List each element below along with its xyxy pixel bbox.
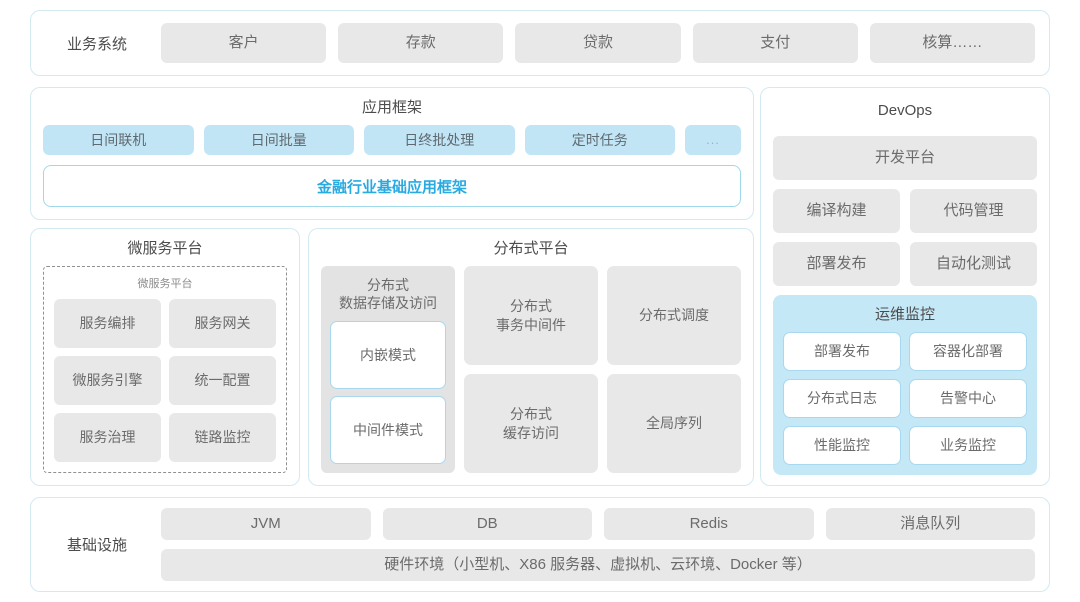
platform-column: 应用框架 日间联机 日间批量 日终批处理 定时任务 ... 金融行业基础应用框架… bbox=[30, 87, 754, 486]
business-system-chip-customer[interactable]: 客户 bbox=[161, 23, 327, 63]
middle-area: 应用框架 日间联机 日间批量 日终批处理 定时任务 ... 金融行业基础应用框架… bbox=[30, 87, 1050, 486]
business-system-chip-deposit[interactable]: 存款 bbox=[338, 23, 504, 63]
devops-row-1: 编译构建 代码管理 bbox=[773, 189, 1037, 233]
business-systems-panel: 业务系统 客户 存款 贷款 支付 核算…… bbox=[30, 10, 1050, 76]
infrastructure-chip-jvm[interactable]: JVM bbox=[161, 508, 371, 540]
app-framework-chip-eod-batch[interactable]: 日终批处理 bbox=[364, 125, 515, 155]
application-framework-chip-list: 日间联机 日间批量 日终批处理 定时任务 ... bbox=[43, 125, 741, 155]
distributed-chip-transaction-middleware-line1: 分布式 bbox=[510, 298, 552, 315]
distributed-data-storage-card[interactable]: 分布式 数据存储及访问 内嵌模式 中间件模式 bbox=[321, 266, 455, 473]
distributed-chip-cache-access-line2: 缓存访问 bbox=[503, 424, 559, 441]
business-system-chip-accounting[interactable]: 核算…… bbox=[869, 23, 1036, 63]
distributed-data-storage-title: 分布式 数据存储及访问 bbox=[330, 276, 446, 321]
app-framework-chip-more[interactable]: ... bbox=[685, 125, 741, 155]
ops-chip-business-monitoring[interactable]: 业务监控 bbox=[909, 426, 1027, 465]
ops-chip-distributed-logging[interactable]: 分布式日志 bbox=[783, 379, 901, 418]
distributed-chip-cache-access[interactable]: 分布式 缓存访问 bbox=[464, 374, 598, 473]
microservice-chip-microservice-engine[interactable]: 微服务引擎 bbox=[54, 356, 161, 405]
ops-chip-containerized-deployment[interactable]: 容器化部署 bbox=[909, 332, 1027, 371]
ops-monitoring-grid: 部署发布 容器化部署 分布式日志 告警中心 性能监控 业务监控 bbox=[783, 332, 1027, 465]
distributed-mode-embedded[interactable]: 内嵌模式 bbox=[330, 320, 446, 389]
distributed-chip-transaction-middleware-line2: 事务中间件 bbox=[496, 316, 566, 333]
distributed-platform-grid: 分布式 数据存储及访问 内嵌模式 中间件模式 分布式 事务中间件 bbox=[321, 266, 741, 473]
distributed-chip-scheduling[interactable]: 分布式调度 bbox=[607, 266, 741, 365]
devops-chip-dev-platform[interactable]: 开发平台 bbox=[773, 136, 1037, 180]
microservice-platform-inner-box: 微服务平台 服务编排 服务网关 微服务引擎 统一配置 服务治理 链路监控 bbox=[43, 266, 287, 473]
microservice-chip-service-orchestration[interactable]: 服务编排 bbox=[54, 299, 161, 348]
microservice-platform-inner-title: 微服务平台 bbox=[137, 278, 193, 290]
infrastructure-panel: 基础设施 JVM DB Redis 消息队列 硬件环境（小型机、X86 服务器、… bbox=[30, 497, 1050, 592]
business-systems-label: 业务系统 bbox=[66, 35, 127, 53]
platform-row: 微服务平台 微服务平台 服务编排 服务网关 微服务引擎 统一配置 服务治理 链路… bbox=[30, 228, 754, 486]
infrastructure-chip-redis[interactable]: Redis bbox=[604, 508, 814, 540]
microservice-chip-service-gateway[interactable]: 服务网关 bbox=[169, 299, 276, 348]
business-system-chip-loan[interactable]: 贷款 bbox=[515, 23, 681, 63]
devops-row-2: 部署发布 自动化测试 bbox=[773, 242, 1037, 286]
distributed-platform-panel: 分布式平台 分布式 数据存储及访问 内嵌模式 中间件模式 bbox=[308, 228, 754, 486]
microservice-chip-service-governance[interactable]: 服务治理 bbox=[54, 413, 161, 462]
ops-monitoring-title: 运维监控 bbox=[874, 306, 935, 323]
devops-title: DevOps bbox=[877, 102, 933, 119]
financial-base-framework-band: 金融行业基础应用框架 bbox=[43, 165, 741, 207]
infrastructure-chip-db[interactable]: DB bbox=[382, 508, 592, 540]
ops-chip-performance-monitoring[interactable]: 性能监控 bbox=[783, 426, 901, 465]
app-framework-chip-daytime-online[interactable]: 日间联机 bbox=[43, 125, 194, 155]
microservice-platform-panel: 微服务平台 微服务平台 服务编排 服务网关 微服务引擎 统一配置 服务治理 链路… bbox=[30, 228, 300, 486]
devops-chip-compile-build[interactable]: 编译构建 bbox=[773, 189, 900, 233]
microservice-platform-grid: 服务编排 服务网关 微服务引擎 统一配置 服务治理 链路监控 bbox=[54, 299, 276, 462]
infrastructure-label: 基础设施 bbox=[66, 537, 127, 554]
application-framework-panel: 应用框架 日间联机 日间批量 日终批处理 定时任务 ... 金融行业基础应用框架 bbox=[30, 87, 754, 220]
microservice-platform-title: 微服务平台 bbox=[127, 240, 203, 257]
app-framework-chip-daytime-batch[interactable]: 日间批量 bbox=[203, 125, 354, 155]
distributed-chip-cache-access-line1: 分布式 bbox=[510, 406, 552, 423]
app-framework-chip-scheduled-task[interactable]: 定时任务 bbox=[524, 125, 675, 155]
distributed-data-storage-title-line2: 数据存储及访问 bbox=[339, 295, 437, 312]
devops-chip-automated-testing[interactable]: 自动化测试 bbox=[910, 242, 1037, 286]
distributed-platform-title: 分布式平台 bbox=[493, 240, 569, 257]
distributed-data-storage-title-line1: 分布式 bbox=[367, 277, 409, 293]
ops-chip-deploy-release[interactable]: 部署发布 bbox=[783, 332, 901, 371]
microservice-chip-trace-monitoring[interactable]: 链路监控 bbox=[169, 413, 276, 462]
distributed-chip-transaction-middleware[interactable]: 分布式 事务中间件 bbox=[464, 266, 598, 365]
infrastructure-content: JVM DB Redis 消息队列 硬件环境（小型机、X86 服务器、虚拟机、云… bbox=[161, 508, 1035, 581]
devops-panel: DevOps 开发平台 编译构建 代码管理 部署发布 自动化测试 运维监控 部署… bbox=[760, 87, 1050, 486]
distributed-mode-middleware[interactable]: 中间件模式 bbox=[330, 395, 446, 464]
application-framework-title: 应用框架 bbox=[361, 99, 422, 116]
microservice-chip-unified-config[interactable]: 统一配置 bbox=[169, 356, 276, 405]
infrastructure-chip-hardware-environment[interactable]: 硬件环境（小型机、X86 服务器、虚拟机、云环境、Docker 等） bbox=[161, 549, 1035, 581]
infrastructure-hardware-row: 硬件环境（小型机、X86 服务器、虚拟机、云环境、Docker 等） bbox=[161, 549, 1035, 581]
devops-chip-code-management[interactable]: 代码管理 bbox=[910, 189, 1037, 233]
ops-chip-alert-center[interactable]: 告警中心 bbox=[909, 379, 1027, 418]
infrastructure-chip-list: JVM DB Redis 消息队列 bbox=[161, 508, 1035, 540]
ops-monitoring-box: 运维监控 部署发布 容器化部署 分布式日志 告警中心 性能监控 业务监控 bbox=[773, 295, 1037, 475]
infrastructure-chip-message-queue[interactable]: 消息队列 bbox=[825, 508, 1035, 540]
devops-chip-deploy-release[interactable]: 部署发布 bbox=[773, 242, 900, 286]
business-system-chip-payment[interactable]: 支付 bbox=[692, 23, 858, 63]
distributed-chip-global-sequence[interactable]: 全局序列 bbox=[607, 374, 741, 473]
business-systems-chip-list: 客户 存款 贷款 支付 核算…… bbox=[161, 23, 1036, 63]
